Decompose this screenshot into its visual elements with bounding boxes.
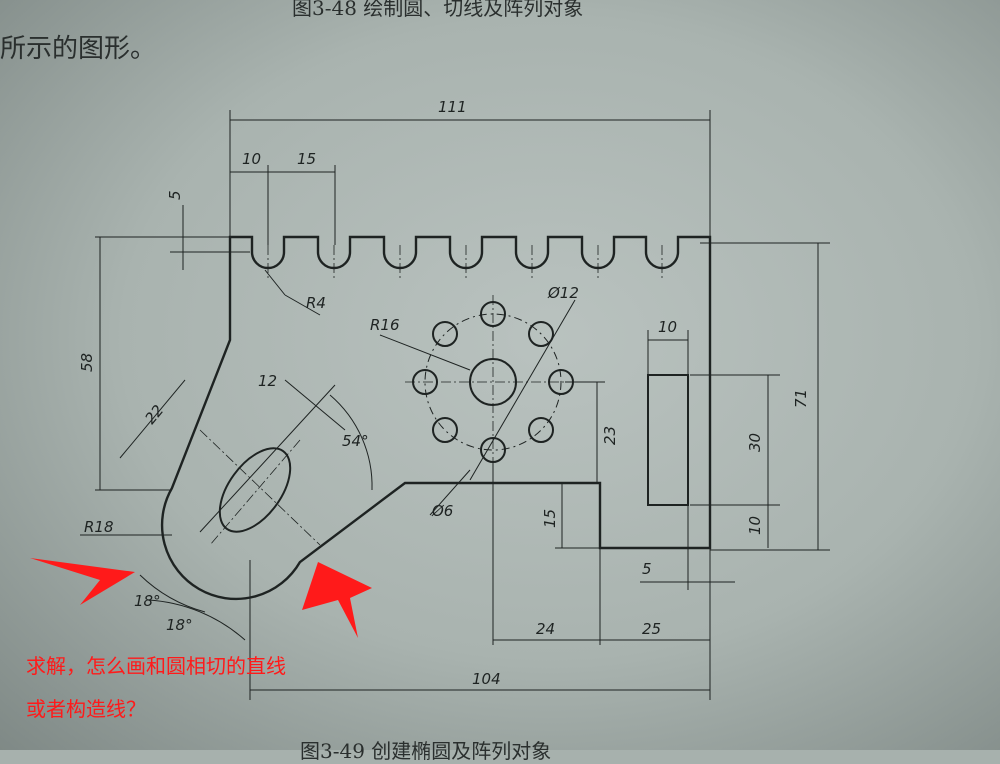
dim-d12: Ø12 bbox=[547, 284, 579, 302]
dim-10-rect: 10 bbox=[658, 318, 677, 336]
red-arrow-left bbox=[30, 558, 135, 605]
dim-5-gap: 5 bbox=[642, 560, 652, 578]
ellipse bbox=[218, 447, 292, 533]
red-arrow-right bbox=[302, 562, 372, 638]
dim-5-depth: 5 bbox=[166, 190, 184, 200]
dim-104: 104 bbox=[472, 670, 501, 688]
question-line-1: 求解，怎么画和圆相切的直线 bbox=[26, 654, 286, 678]
dim-24: 24 bbox=[536, 620, 555, 638]
figure-caption-top: 图3-48 绘制圆、切线及阵列对象 bbox=[292, 0, 584, 20]
dim-18deg-b: 18° bbox=[166, 616, 193, 634]
dim-18deg-a: 18° bbox=[134, 592, 161, 610]
dim-30: 30 bbox=[746, 433, 764, 452]
dim-r16: R16 bbox=[370, 316, 400, 334]
rect-slot bbox=[647, 374, 689, 506]
dim-r18: R18 bbox=[84, 518, 114, 536]
part-outline bbox=[160, 235, 712, 601]
dim-15-top: 15 bbox=[297, 150, 316, 168]
dim-54deg: 54° bbox=[342, 432, 369, 450]
dim-12-ellipse: 12 bbox=[258, 372, 277, 390]
dim-58: 58 bbox=[78, 353, 96, 372]
dim-15-step: 15 bbox=[541, 509, 559, 528]
question-line-2: 或者构造线？ bbox=[26, 697, 146, 721]
dimension-lines bbox=[80, 110, 830, 700]
center-lines bbox=[199, 245, 663, 546]
dim-71: 71 bbox=[792, 389, 810, 408]
dim-r4: R4 bbox=[306, 294, 326, 312]
intro-text: 所示的图形。 bbox=[0, 34, 157, 64]
dim-111: 111 bbox=[438, 98, 467, 116]
dim-10-top: 10 bbox=[242, 150, 261, 168]
dim-23: 23 bbox=[601, 426, 619, 445]
dim-25: 25 bbox=[642, 620, 661, 638]
dim-d6: Ø6 bbox=[431, 502, 453, 520]
dim-10-rect-bottom: 10 bbox=[746, 516, 764, 535]
